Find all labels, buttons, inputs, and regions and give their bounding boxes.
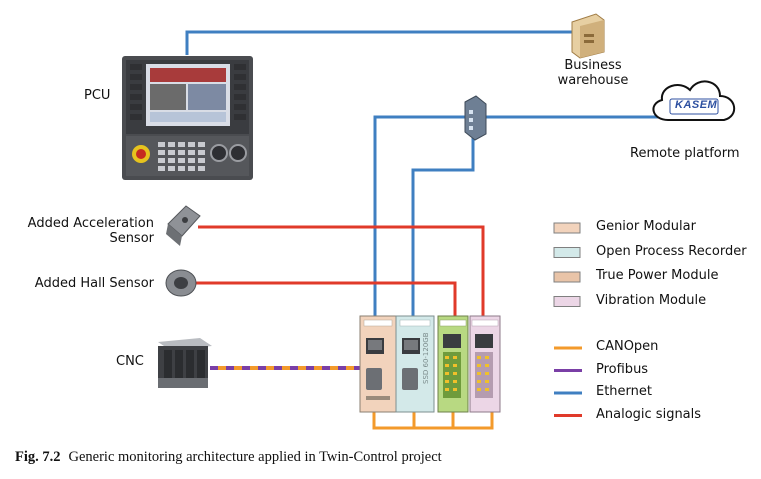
acceleration-sensor-line1: Added Acceleration xyxy=(27,216,154,231)
business-warehouse-line2: warehouse xyxy=(557,73,629,88)
legend-item-module-2: True Power Module xyxy=(596,268,719,283)
legend-swatch-1 xyxy=(553,247,581,258)
figure-caption-text: Generic monitoring architecture applied … xyxy=(68,449,442,465)
network-switch-icon xyxy=(464,95,487,141)
figure-number: Fig. 7.2 xyxy=(15,449,61,465)
legend-item-line-2: Ethernet xyxy=(596,384,652,399)
legend-item-module-1: Open Process Recorder xyxy=(596,243,747,259)
open-process-recorder-module: SSD 60-120GB xyxy=(395,315,435,413)
warehouse-server-icon xyxy=(571,13,605,59)
acceleration-sensor-label: Added Acceleration Sensor xyxy=(10,216,154,246)
legend-swatch-3 xyxy=(553,296,581,307)
legend-swatch-2 xyxy=(553,271,581,283)
analog-hall-to-power xyxy=(195,281,457,318)
recorder-vertical-label: SSD 60-120GB xyxy=(422,332,430,384)
cnc-device xyxy=(158,338,212,388)
kasem-logo: KASEM xyxy=(675,99,718,111)
canopen-bottom-bus xyxy=(372,412,494,430)
true-power-module xyxy=(437,315,469,413)
legend-item-line-3: Analogic signals xyxy=(596,406,702,422)
legend-item-module-3: Vibration Module xyxy=(596,292,707,308)
legend-item-module-0: Genior Modular xyxy=(596,219,696,234)
legend-swatch-0 xyxy=(553,222,581,234)
legend-item-line-0: CANOpen xyxy=(596,339,659,354)
acceleration-sensor-icon xyxy=(166,205,201,246)
pcu-label: PCU xyxy=(84,88,111,103)
pcu-device xyxy=(122,56,253,180)
pcu-dial-2-icon xyxy=(229,144,247,162)
hall-sensor-icon xyxy=(165,269,197,297)
genior-modular-module xyxy=(359,315,397,413)
vibration-module xyxy=(469,315,501,413)
remote-platform-label: Remote platform xyxy=(630,146,740,161)
canopen-bus xyxy=(372,412,494,430)
legend-swatches xyxy=(553,222,582,417)
ethernet-switch-to-genior xyxy=(373,115,466,316)
business-warehouse-line1: Business xyxy=(564,58,622,73)
analogic-lines xyxy=(195,225,485,318)
acceleration-sensor-line2: Sensor xyxy=(109,231,154,246)
cnc-label: CNC xyxy=(116,354,144,369)
hall-sensor-label: Added Hall Sensor xyxy=(34,276,154,291)
business-warehouse-label: Business warehouse xyxy=(550,58,636,88)
figure-caption: Fig. 7.2 Generic monitoring architecture … xyxy=(15,449,442,466)
ethernet-switch-to-recorder xyxy=(411,135,475,316)
legend-item-line-1: Profibus xyxy=(596,361,649,377)
ethernet-pcu-to-warehouse xyxy=(185,30,585,55)
cloud-icon xyxy=(652,80,735,121)
pcu-dial-1-icon xyxy=(210,144,228,162)
analog-accel-to-vibration xyxy=(198,225,485,318)
